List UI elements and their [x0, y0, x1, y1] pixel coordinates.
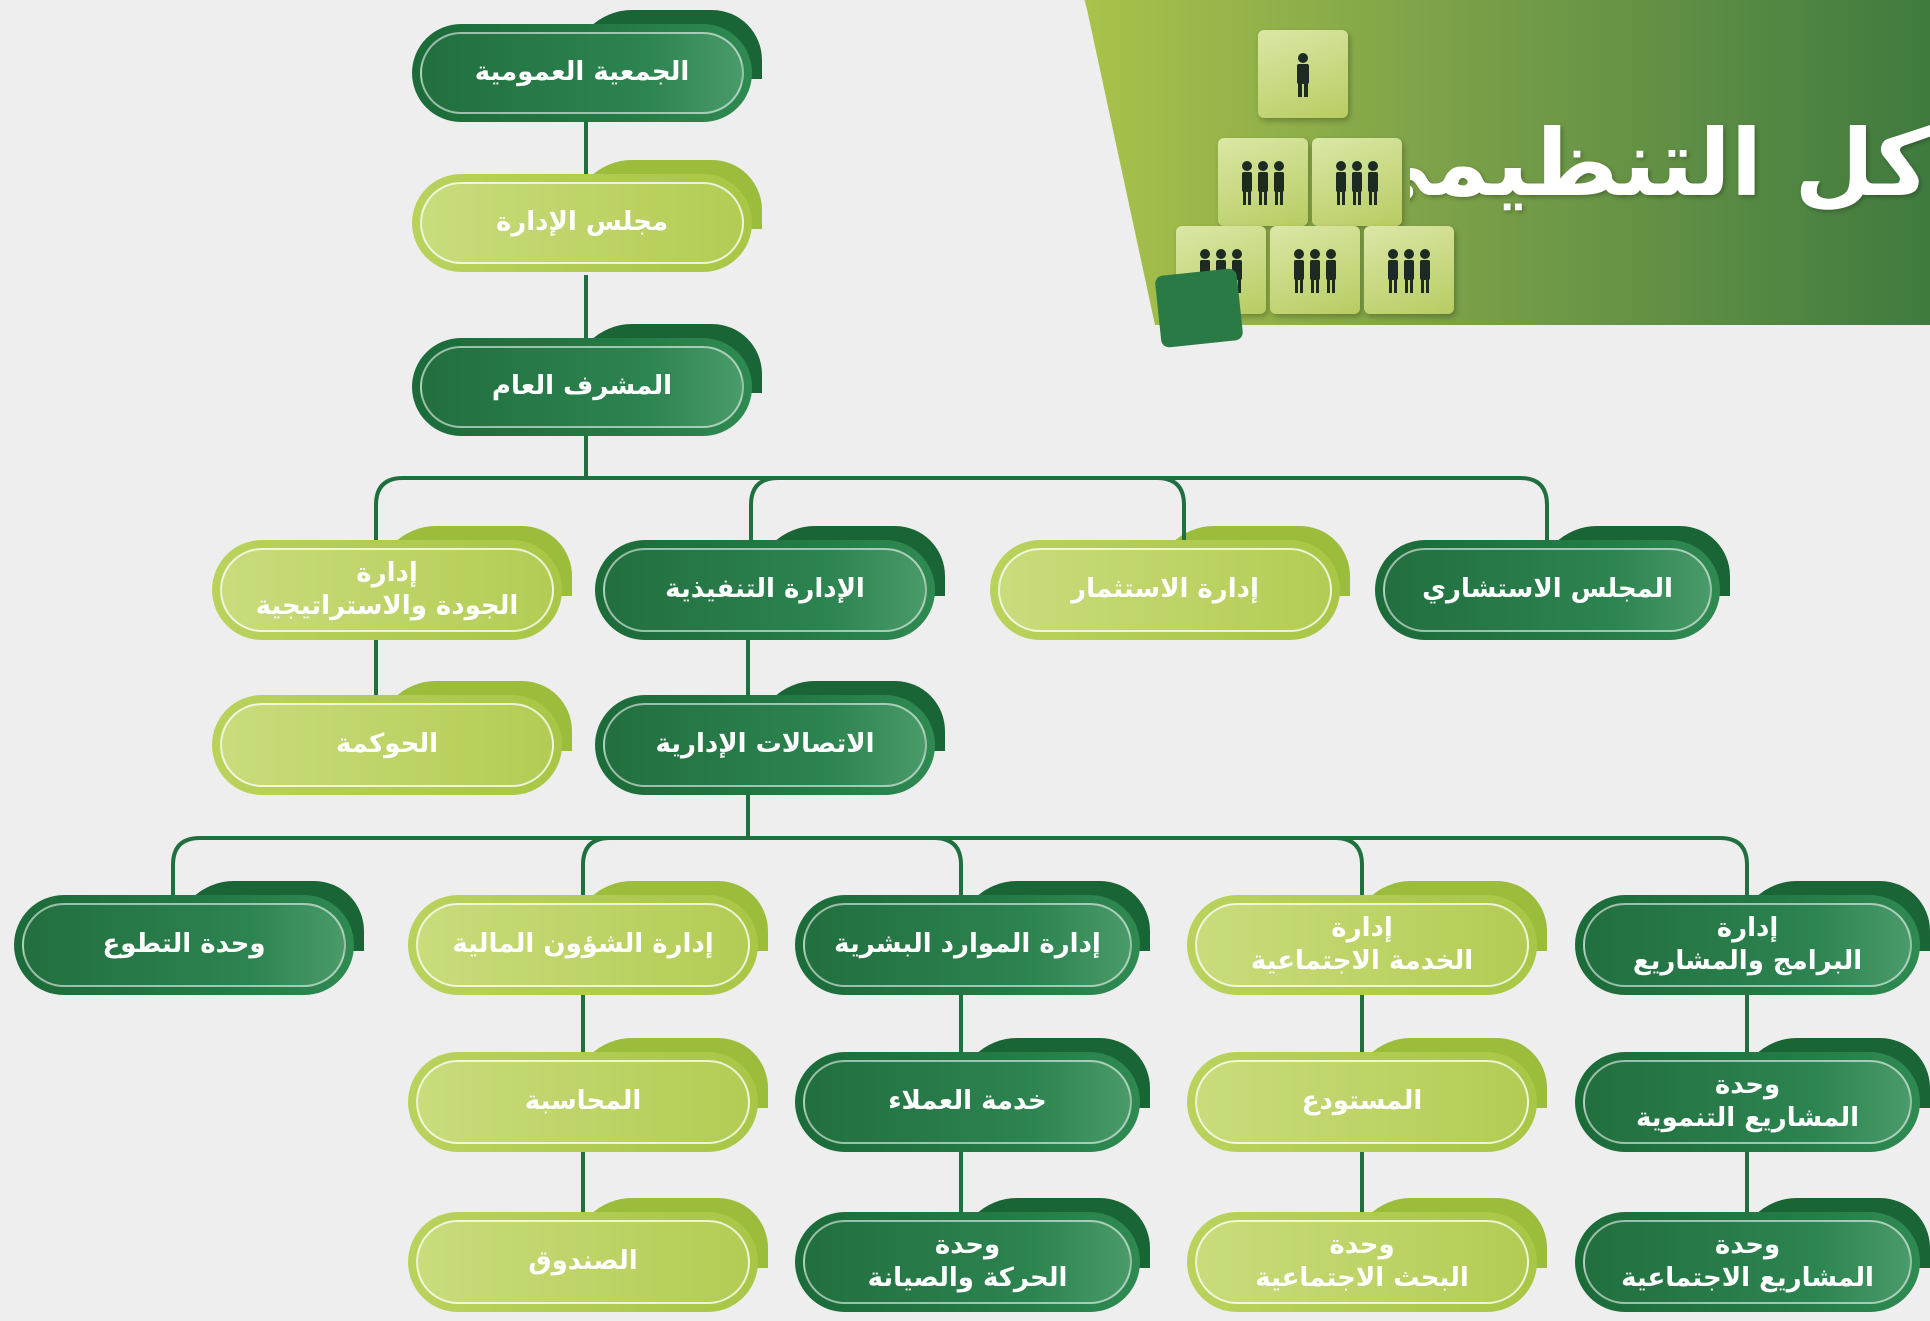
node-dev-projects: وحدة المشاريع التنموية: [1575, 1038, 1930, 1152]
node-label: إدارة الشؤون المالية: [452, 929, 714, 960]
node-label-line2: البحث الاجتماعية: [1255, 1263, 1469, 1293]
connector-line: [374, 476, 1549, 545]
people-cube-icon: [1270, 226, 1360, 314]
node-label-line1: وحدة: [934, 1229, 1001, 1260]
connector-line: [171, 836, 1749, 900]
node-general-supervisor: المشرف العام: [412, 324, 762, 436]
node-executive: الإدارة التنفيذية: [595, 526, 945, 640]
node-label: الحوكمة: [335, 729, 439, 760]
node-inner: [803, 1060, 1132, 1144]
node-customer-service: خدمة العملاء: [795, 1038, 1150, 1152]
node-inner: [1195, 1060, 1529, 1144]
node-admin-comms: الاتصالات الإدارية: [595, 681, 945, 795]
node-label: المشرف العام: [491, 371, 673, 402]
node-label-line1: إدارة: [1716, 912, 1779, 943]
node-inner: [1195, 903, 1529, 987]
node-label: الاتصالات الإدارية: [655, 729, 875, 760]
people-group-icon: [1388, 249, 1430, 293]
connector-line: [749, 476, 1186, 545]
node-inner: [603, 703, 927, 787]
node-general-assembly: الجمعية العمومية: [412, 10, 762, 122]
node-inner: [603, 548, 927, 632]
people-group-icon: [1242, 161, 1284, 205]
node-label-line1: وحدة: [1329, 1229, 1395, 1260]
node-hr: إدارة الموارد البشرية: [795, 881, 1150, 995]
people-group-icon: [1294, 249, 1336, 293]
node-advisory-council: المجلس الاستشاري: [1375, 526, 1730, 640]
node-label: المحاسبة: [524, 1086, 642, 1117]
node-board: مجلس الإدارة: [412, 160, 762, 272]
node-inner: [416, 1060, 750, 1144]
node-inner: [420, 32, 744, 114]
connector-line: [581, 836, 963, 900]
node-label: خدمة العملاء: [888, 1086, 1047, 1117]
node-label-line1: إدارة: [1331, 912, 1393, 943]
node-inner: [1583, 1220, 1912, 1304]
node-social-research: وحدة البحث الاجتماعية: [1187, 1198, 1547, 1312]
node-label: مجلس الإدارة: [495, 207, 669, 238]
node-label: الجمعية العمومية: [474, 57, 690, 88]
connector-line: [1334, 836, 1364, 900]
node-label-line1: وحدة: [1714, 1229, 1781, 1260]
node-investment: إدارة الاستثمار: [990, 526, 1350, 640]
node-label-line2: الحركة والصيانة: [867, 1263, 1068, 1293]
people-cube-icon: [1218, 138, 1308, 226]
node-inner: [420, 346, 744, 428]
node-governance: الحوكمة: [212, 681, 572, 795]
node-warehouse: المستودع: [1187, 1038, 1547, 1152]
node-inner: [416, 903, 750, 987]
node-label: وحدة التطوع: [102, 929, 266, 960]
node-accounting: المحاسبة: [408, 1038, 768, 1152]
node-maintenance: وحدة الحركة والصيانة: [795, 1198, 1150, 1312]
node-label-line2: المشاريع التنموية: [1635, 1103, 1860, 1133]
node-inner: [420, 182, 744, 264]
node-label: المستودع: [1301, 1086, 1423, 1117]
node-label-line2: البرامج والمشاريع: [1632, 946, 1863, 976]
people-cube-icon: [1364, 226, 1454, 314]
node-label-line2: الخدمة الاجتماعية: [1250, 946, 1474, 976]
node-inner: [803, 1220, 1132, 1304]
node-inner: [22, 903, 346, 987]
node-fund: الصندوق: [408, 1198, 768, 1312]
node-label-line1: إدارة: [356, 557, 418, 588]
node-label: إدارة الاستثمار: [1071, 574, 1259, 605]
node-inner: [1195, 1220, 1529, 1304]
node-quality-strategy: إدارة الجودة والاستراتيجية: [212, 526, 572, 640]
people-cube-icon: [1258, 30, 1348, 118]
node-label: إدارة الموارد البشرية: [834, 929, 1101, 960]
node-programs-projects: إدارة البرامج والمشاريع: [1575, 881, 1930, 995]
node-social-projects: وحدة المشاريع الاجتماعية: [1575, 1198, 1930, 1312]
node-volunteer: وحدة التطوع: [14, 881, 364, 995]
node-label-line2: المشاريع الاجتماعية: [1621, 1263, 1874, 1293]
node-label: المجلس الاستشاري: [1422, 574, 1673, 605]
node-inner: [998, 548, 1332, 632]
node-inner: [416, 1220, 750, 1304]
node-inner: [1583, 1060, 1912, 1144]
node-label: الإدارة التنفيذية: [665, 574, 865, 605]
person-icon: [1297, 53, 1309, 97]
people-group-icon: [1336, 161, 1378, 205]
page-title: كل التنظيمي: [1410, 110, 1930, 217]
node-label: الصندوق: [528, 1246, 638, 1277]
node-inner: [1583, 903, 1912, 987]
node-inner: [1383, 548, 1712, 632]
people-cube-icon: [1312, 138, 1402, 226]
node-label-line2: الجودة والاستراتيجية: [255, 591, 519, 621]
node-label-line1: وحدة: [1714, 1069, 1781, 1100]
node-inner: [220, 548, 554, 632]
node-social-service: إدارة الخدمة الاجتماعية: [1187, 881, 1547, 995]
node-inner: [220, 703, 554, 787]
node-finance: إدارة الشؤون المالية: [408, 881, 768, 995]
node-inner: [803, 903, 1132, 987]
